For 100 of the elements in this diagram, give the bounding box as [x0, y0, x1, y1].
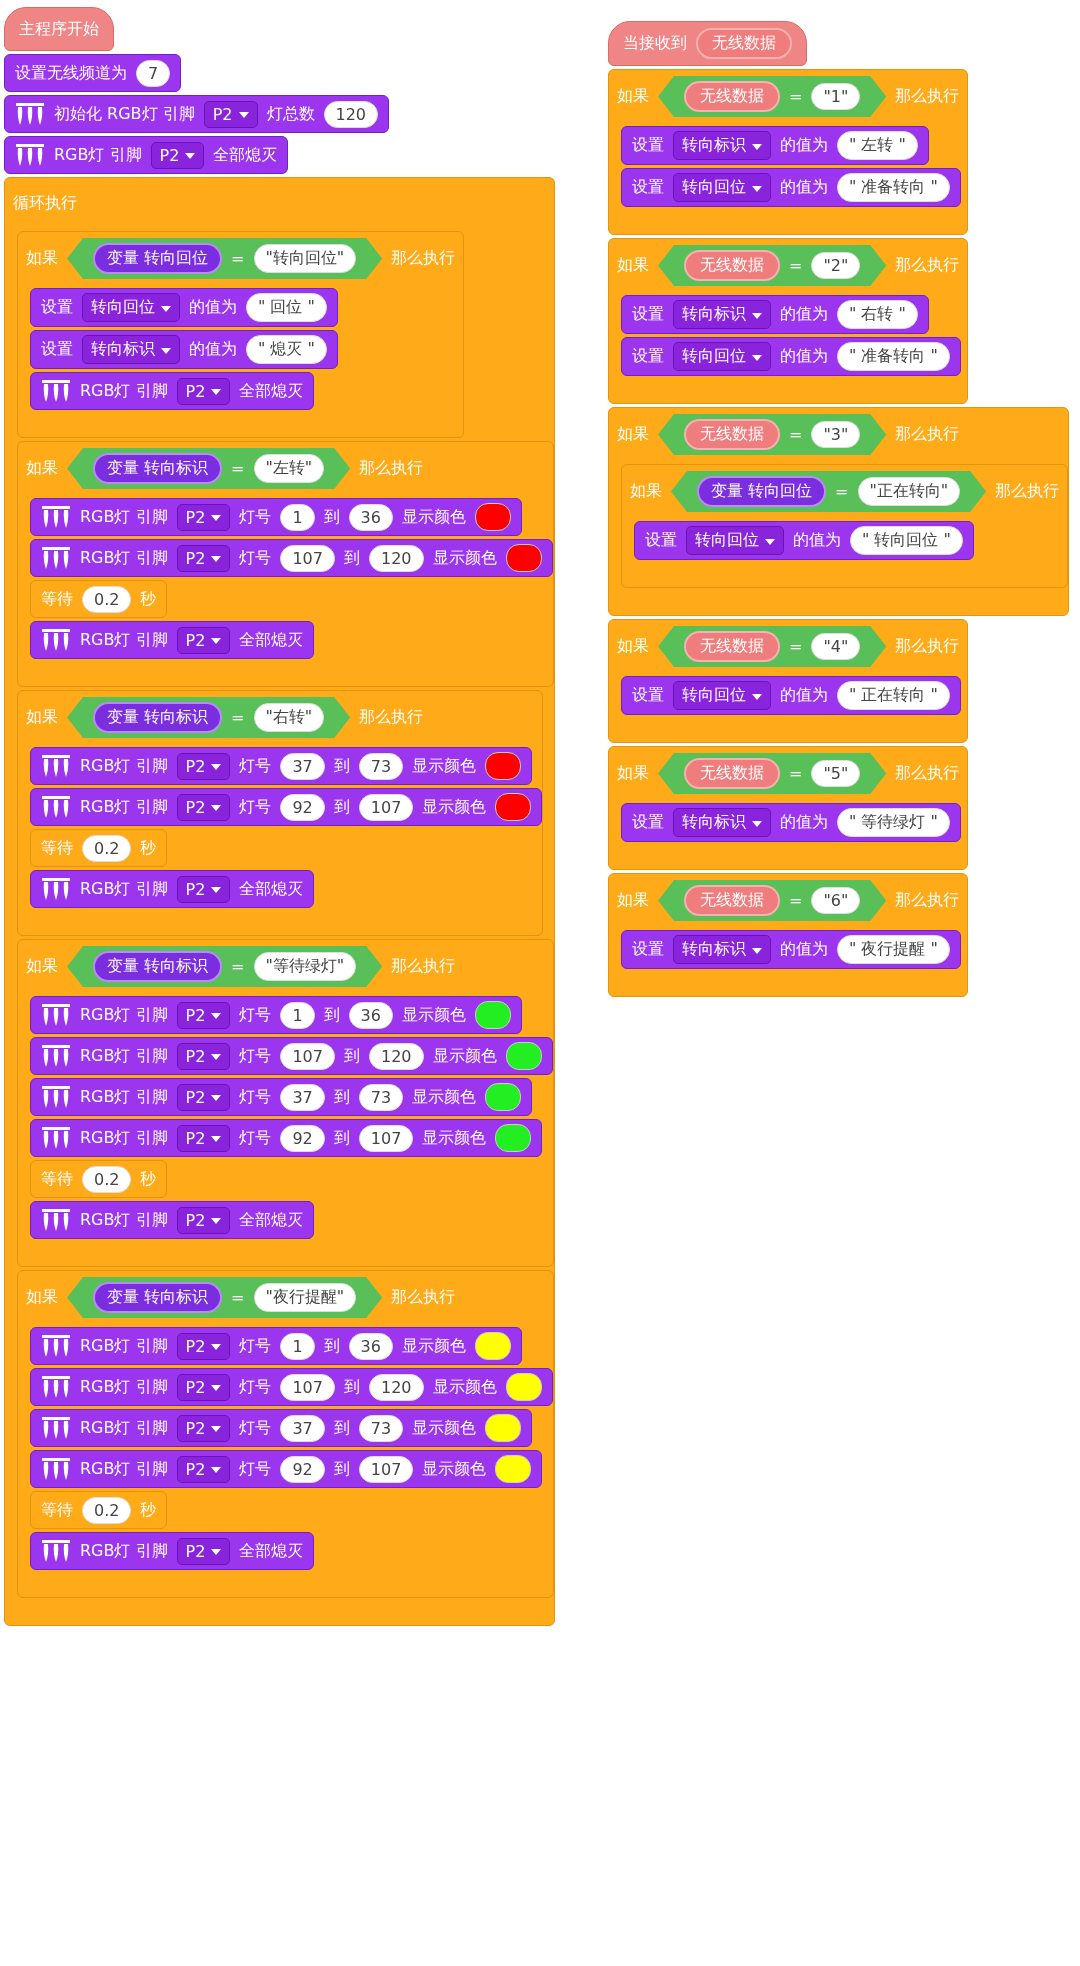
block-label: 那么执行	[895, 255, 960, 276]
block-label: 灯号	[239, 1417, 272, 1439]
value-input: 0.2	[82, 1165, 132, 1193]
dropdown-field: P2	[176, 752, 231, 780]
block-label: RGB灯 引脚	[80, 1540, 168, 1562]
block-label: 那么执行	[359, 458, 424, 479]
block-label: 显示颜色	[412, 1086, 477, 1108]
value-input: 73	[358, 1414, 404, 1442]
value-input: 92	[280, 793, 325, 821]
variable-reporter: 无线数据	[684, 81, 780, 112]
block-label: 设置	[41, 339, 73, 360]
block-label: 那么执行	[895, 763, 960, 784]
block-label: 显示颜色	[422, 1127, 487, 1149]
block-label: 如果	[630, 481, 662, 502]
value-input: 107	[358, 1124, 414, 1152]
value-input: 36	[348, 1001, 393, 1029]
color-swatch	[505, 1373, 542, 1401]
variable-reporter: 无线数据	[684, 758, 780, 789]
block-label: 到	[343, 1376, 360, 1398]
block-label: =	[789, 256, 803, 275]
statement-block	[30, 1409, 533, 1447]
block-label: RGB灯 引脚	[80, 755, 168, 777]
block-label: 灯号	[239, 1004, 272, 1026]
block-label: =	[231, 1288, 245, 1307]
block-label: 设置	[645, 530, 677, 551]
block-label: RGB灯 引脚	[80, 1004, 168, 1026]
block-label: 主程序开始	[19, 18, 99, 40]
block-label: 循环执行	[13, 192, 77, 214]
block-label: 灯号	[239, 1458, 272, 1480]
value-input: 107	[280, 1042, 335, 1070]
statement-block	[30, 1327, 522, 1365]
dropdown-field: 转向回位	[673, 173, 771, 202]
value-input: 0.2	[82, 1496, 132, 1524]
statement-block	[30, 621, 315, 659]
value-input: 0.2	[82, 585, 132, 613]
block-label: 设置	[632, 812, 664, 833]
if-block	[17, 690, 544, 936]
color-swatch	[505, 1042, 542, 1070]
statement-block	[30, 870, 315, 908]
variable-reporter: 变量 转向回位	[697, 476, 827, 507]
dropdown-field: P2	[176, 1373, 231, 1401]
dropdown-field: P2	[176, 1083, 231, 1111]
statement-block	[30, 372, 315, 410]
value-input: "左转"	[253, 454, 325, 483]
block-label: 灯号	[239, 547, 272, 569]
block-label: 到	[343, 547, 360, 569]
value-input: "1"	[811, 83, 861, 110]
block-label: RGB灯 引脚	[80, 547, 168, 569]
statement-block	[30, 1201, 315, 1239]
block-label: 设置无线频道为	[15, 62, 127, 84]
value-input: 1	[280, 503, 315, 531]
value-input: "右转"	[253, 703, 325, 732]
statement-block	[621, 126, 929, 165]
statement-block	[30, 1037, 553, 1075]
block-label: RGB灯 引脚	[80, 796, 168, 818]
color-swatch	[495, 1124, 532, 1152]
block-label: RGB灯 引脚	[80, 1376, 168, 1398]
block-label: RGB灯 引脚	[80, 380, 168, 402]
value-input: 1	[280, 1001, 315, 1029]
statement-block	[30, 1532, 315, 1570]
block-label: 秒	[140, 837, 157, 859]
dropdown-field: 转向回位	[686, 526, 784, 555]
block-label: 秒	[140, 1168, 157, 1190]
block-label: 等待	[41, 1168, 73, 1190]
block-label: 等待	[41, 837, 73, 859]
color-swatch	[485, 1414, 522, 1442]
event-block	[4, 7, 114, 51]
value-input: 107	[280, 1373, 335, 1401]
value-input: 37	[280, 752, 325, 780]
color-swatch	[474, 503, 511, 531]
if-block	[608, 873, 969, 997]
dropdown-field: P2	[176, 544, 231, 572]
dropdown-field: P2	[176, 1537, 231, 1565]
block-label: =	[231, 957, 245, 976]
block-label: 如果	[26, 1287, 58, 1308]
block-label: 到	[343, 1045, 360, 1067]
dropdown-field: 转向回位	[673, 342, 771, 371]
color-swatch	[485, 1083, 522, 1111]
block-label: 全部熄灭	[239, 380, 304, 402]
block-label: 到	[333, 1458, 350, 1480]
dropdown-field: P2	[176, 1124, 231, 1152]
block-label: 等待	[41, 1499, 73, 1521]
block-label: 设置	[632, 135, 664, 156]
statement-block	[30, 330, 338, 369]
if-block	[17, 939, 554, 1267]
block-label: =	[789, 637, 803, 656]
if-block	[17, 1270, 554, 1598]
statement-block	[621, 337, 961, 376]
value-input: " 准备转向 "	[837, 173, 950, 202]
block-label: 的值为	[780, 685, 828, 706]
block-label: 那么执行	[995, 481, 1060, 502]
dropdown-field: 转向回位	[82, 293, 180, 322]
value-input: " 转向回位 "	[850, 526, 963, 555]
dropdown-field: P2	[176, 377, 231, 405]
block-label: 的值为	[189, 297, 237, 318]
value-input: " 正在转向 "	[837, 681, 950, 710]
block-label: 那么执行	[391, 1287, 456, 1308]
value-input: "2"	[811, 252, 861, 279]
statement-block	[4, 95, 390, 133]
dropdown-field: P2	[176, 626, 231, 654]
